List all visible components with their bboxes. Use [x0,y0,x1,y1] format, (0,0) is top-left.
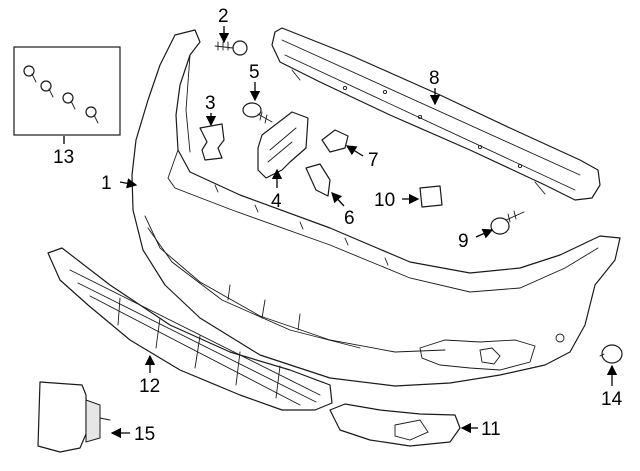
fog-lamp-bezel [329,403,461,447]
callout-1: 1 [101,173,112,194]
callout-6: 6 [344,208,355,229]
bolt-set [23,65,99,124]
bracket-clip-3 [199,123,225,161]
retainer-7 [321,129,349,153]
callout-3: 3 [205,93,216,114]
callout-labels: 1 2 3 4 5 6 7 8 9 10 11 12 13 14 15 [53,6,623,445]
parking-sensor [599,344,623,364]
callout-4: 4 [271,191,282,212]
leader-6 [331,192,345,207]
radar-module [37,381,111,453]
hardware-kit-box [13,46,121,136]
leader-1 [119,178,138,189]
callout-2: 2 [218,6,229,27]
clip-10 [419,185,443,208]
callout-9: 9 [458,231,469,252]
callout-11: 11 [481,419,501,440]
guide-6 [305,163,331,197]
callout-12: 12 [139,376,160,397]
impact-bar [271,27,601,201]
bumper-cover [131,29,621,387]
callout-10: 10 [374,190,395,211]
bolt-5 [242,102,273,124]
leader-lines [63,26,618,439]
callout-13: 13 [53,147,74,168]
callout-14: 14 [601,389,623,410]
bolt-9 [490,210,525,235]
callout-5: 5 [249,62,260,83]
callout-15: 15 [134,424,155,445]
callout-8: 8 [429,68,440,89]
lower-grille [47,247,333,411]
leader-9 [475,228,494,239]
screw-2 [214,40,248,56]
leader-7 [345,145,364,157]
callout-7: 7 [368,150,379,171]
side-bracket-4 [257,111,309,179]
